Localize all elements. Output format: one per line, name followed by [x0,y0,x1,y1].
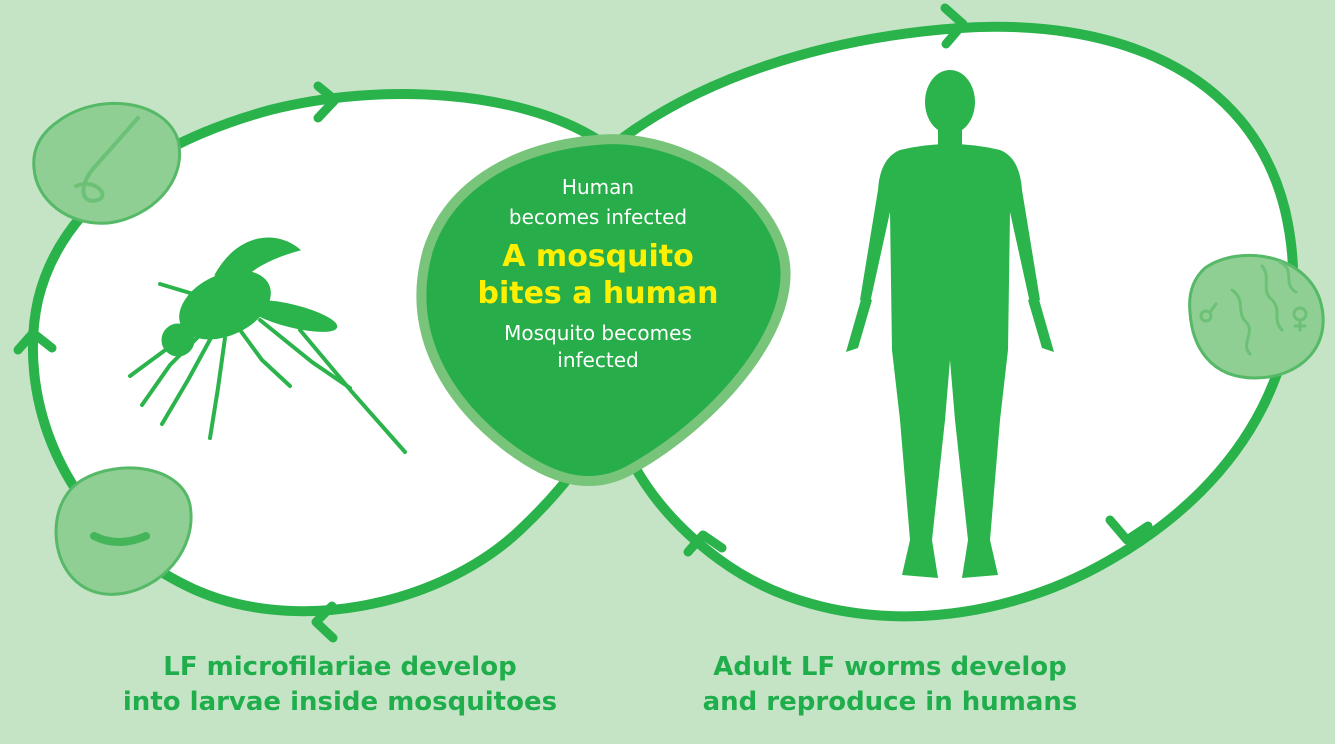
adult-worms-badge [1190,255,1324,378]
center-message: Human becomes infected A mosquito bites … [440,172,756,374]
mosquito-infected-text: Mosquito becomes infected [440,320,756,374]
caption-human-stage: Adult LF worms develop and reproduce in … [660,650,1120,720]
caption-mosquito-stage: LF microfilariae develop into larvae ins… [80,650,600,720]
human-infected-text: Human becomes infected [440,172,756,232]
headline-mosquito-bites: A mosquito bites a human [440,238,756,312]
